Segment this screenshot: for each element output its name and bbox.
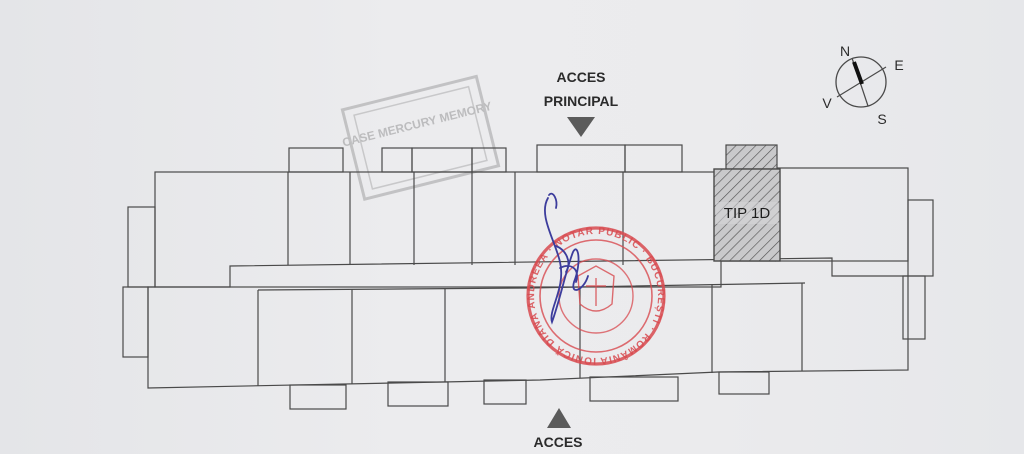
faded-stamp: CASE MERCURY MEMORY (340, 74, 501, 201)
bottom-access-label: ACCES (533, 434, 582, 450)
faded-stamp-text: CASE MERCURY MEMORY (341, 99, 493, 150)
arrow-down-icon (567, 117, 595, 137)
signature (544, 192, 589, 325)
compass-icon: N E S V (822, 43, 903, 127)
main-access-label-line2: PRINCIPAL (544, 93, 619, 109)
coat-of-arms-icon (577, 265, 615, 312)
compass-north-label: N (840, 43, 850, 59)
bottom-access-marker: ACCES (533, 408, 583, 450)
compass-south-label: S (877, 111, 886, 127)
main-access-label-line1: ACCES (556, 69, 605, 85)
compass-west-label: V (822, 95, 832, 111)
main-access-marker: ACCES PRINCIPAL (544, 69, 619, 137)
unit-tip-1d: TIP 1D (713, 144, 781, 262)
notary-stamp: IONICĂ DIANA ANDREEA · NOTAR PUBLIC · BU… (526, 226, 666, 366)
unit-type-label: TIP 1D (724, 205, 771, 222)
arrow-up-icon (547, 408, 571, 428)
compass-east-label: E (894, 57, 903, 73)
building-walls (122, 144, 934, 410)
